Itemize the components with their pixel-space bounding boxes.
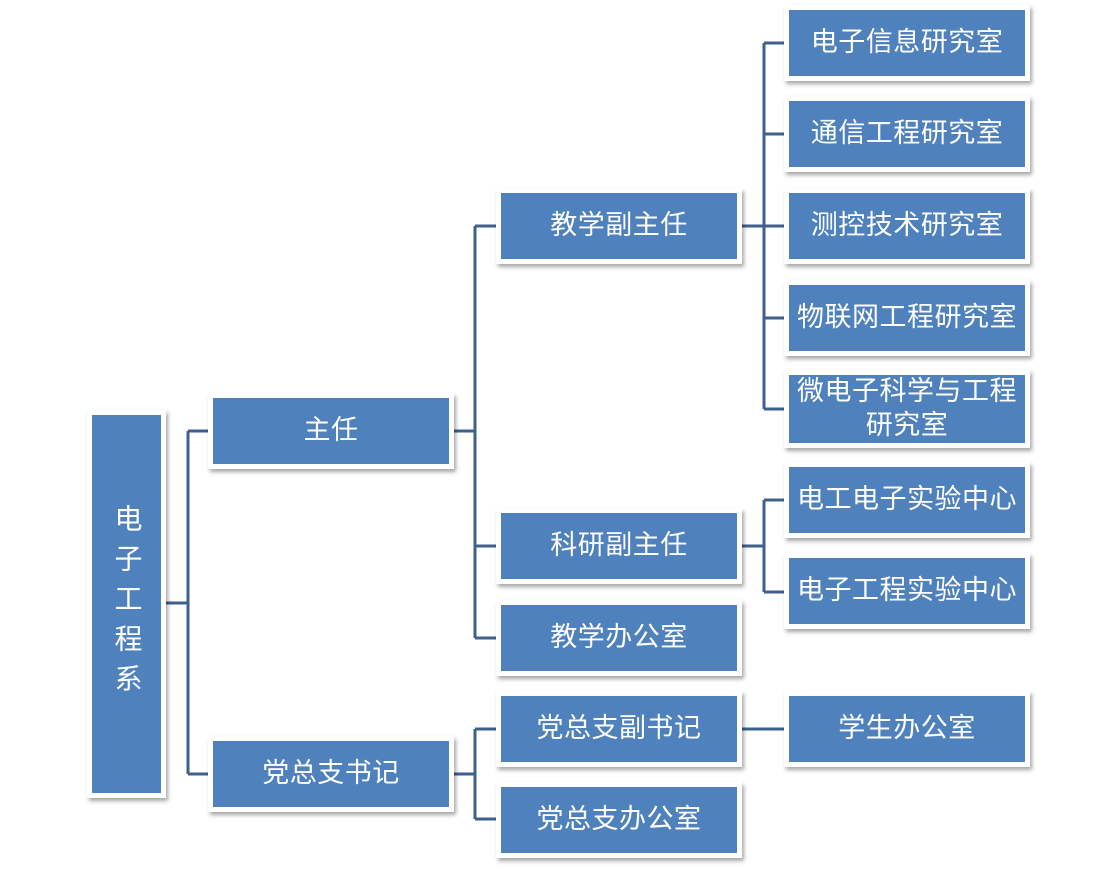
node-lab-electronic-information: 电子信息研究室 xyxy=(784,5,1030,81)
node-director-label: 主任 xyxy=(303,415,359,446)
node-lab-label: 微电子科学与工程研究室 xyxy=(797,376,1017,441)
node-party-office: 党总支办公室 xyxy=(496,782,742,858)
node-party-deputy-secretary: 党总支副书记 xyxy=(496,691,742,767)
node-lab-label: 通信工程研究室 xyxy=(810,118,1004,149)
node-research-deputy-director: 科研副主任 xyxy=(496,508,742,584)
node-lab-measurement-control: 测控技术研究室 xyxy=(784,188,1030,264)
node-teaching-office: 教学办公室 xyxy=(496,600,742,676)
node-research-deputy-director-label: 科研副主任 xyxy=(550,530,688,561)
root-node-label: 电子工程系 xyxy=(110,504,144,704)
node-teaching-deputy-director-label: 教学副主任 xyxy=(550,210,688,241)
node-student-office: 学生办公室 xyxy=(784,691,1030,767)
node-party-office-label: 党总支办公室 xyxy=(536,804,702,835)
node-center-label: 电工电子实验中心 xyxy=(797,484,1017,515)
node-center-label: 电子工程实验中心 xyxy=(797,575,1017,606)
node-center-electrical-electronic-experiment: 电工电子实验中心 xyxy=(784,462,1030,538)
node-lab-microelectronics: 微电子科学与工程研究室 xyxy=(784,370,1030,448)
node-center-electronic-engineering-experiment: 电子工程实验中心 xyxy=(784,553,1030,629)
node-director: 主任 xyxy=(208,393,454,469)
node-student-office-label: 学生办公室 xyxy=(838,713,976,744)
node-lab-iot-engineering: 物联网工程研究室 xyxy=(784,280,1030,356)
node-party-deputy-secretary-label: 党总支副书记 xyxy=(536,713,702,744)
node-party-secretary: 党总支书记 xyxy=(208,736,454,812)
root-node-electronic-engineering-dept: 电子工程系 xyxy=(87,410,166,798)
node-lab-label: 测控技术研究室 xyxy=(810,210,1004,241)
node-lab-label: 物联网工程研究室 xyxy=(797,302,1017,333)
node-teaching-deputy-director: 教学副主任 xyxy=(496,188,742,264)
node-lab-communication-engineering: 通信工程研究室 xyxy=(784,96,1030,172)
node-lab-label: 电子信息研究室 xyxy=(810,27,1004,58)
node-party-secretary-label: 党总支书记 xyxy=(262,758,400,789)
node-teaching-office-label: 教学办公室 xyxy=(550,622,688,653)
